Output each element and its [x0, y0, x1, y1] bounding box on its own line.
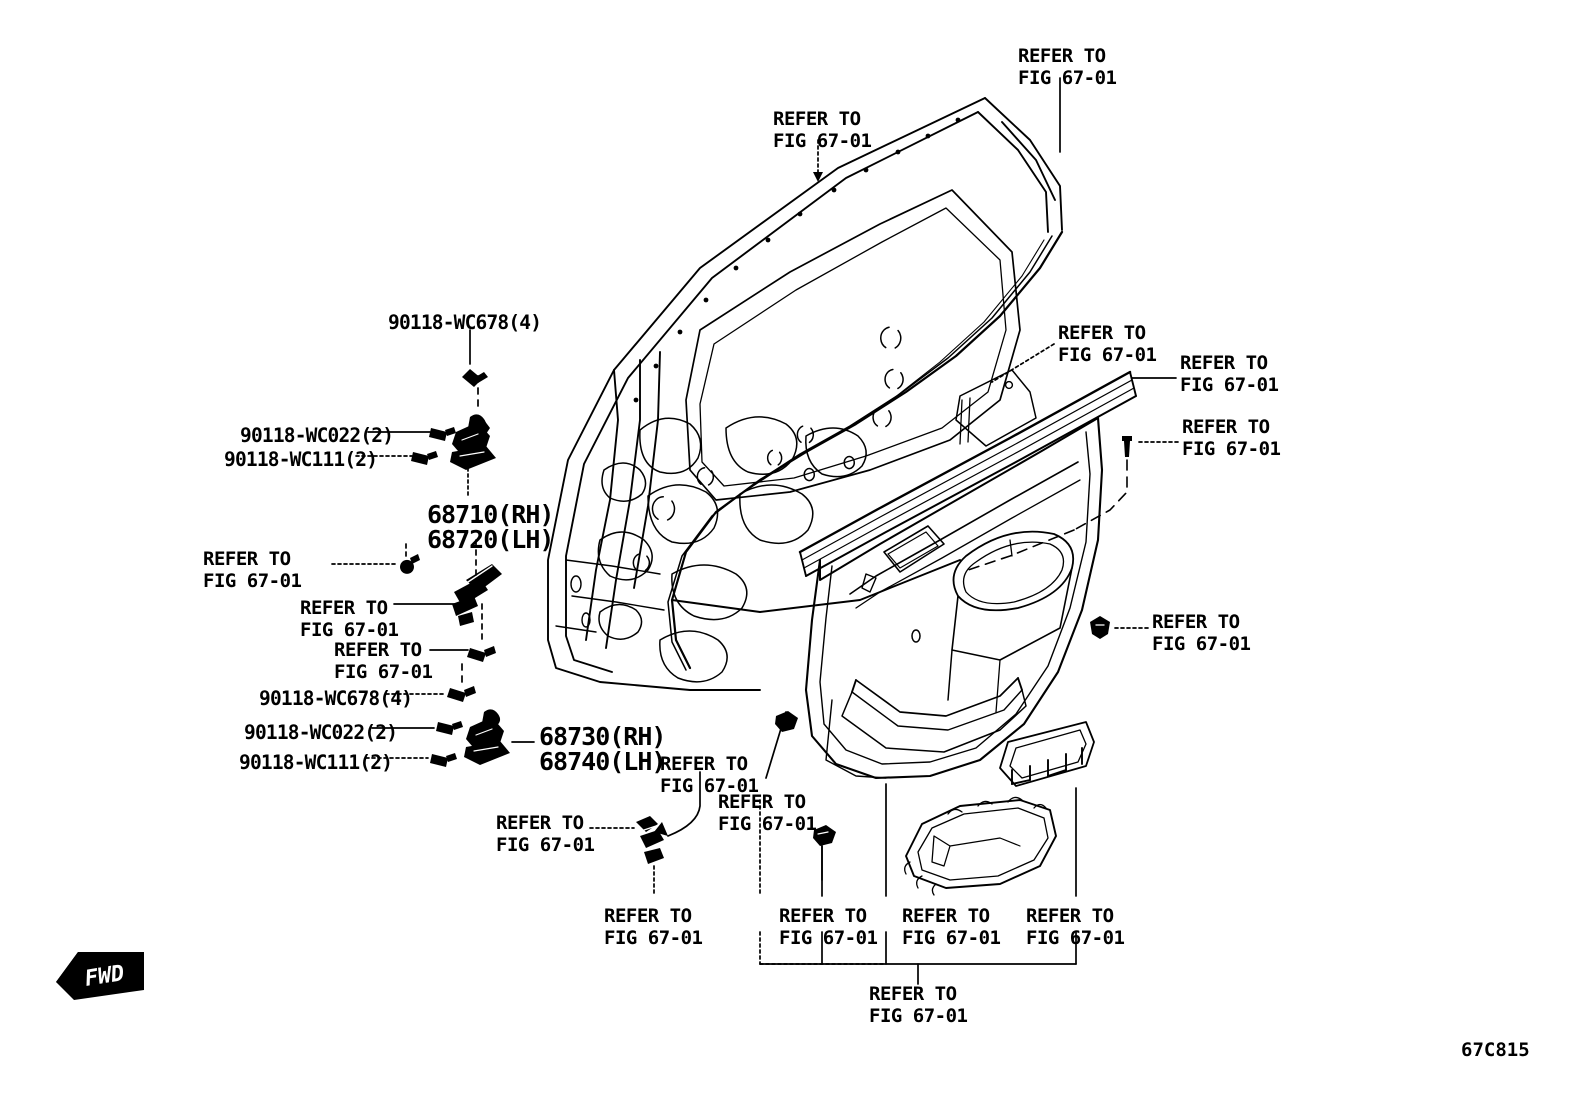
label-hinge-lower-assy-lh: 68740(LH) [539, 747, 666, 776]
refer-door-sash-top-right-l1: REFER TO [1018, 45, 1106, 67]
refer-door-check-bolt-l2: FIG 67-01 [334, 661, 433, 683]
refer-door-check-bolt-l1: REFER TO [334, 639, 422, 661]
label-hinge-upper-assy-lh: 68720(LH) [427, 525, 554, 554]
refer-armrest-bottom-l1: REFER TO [902, 905, 990, 927]
refer-group-bottom-l1: REFER TO [869, 983, 957, 1005]
refer-door-check-pin-l2: FIG 67-01 [300, 619, 399, 641]
label-hinge-lower-bolt-b: 90118-WC022(2) [244, 721, 398, 744]
refer-belt-molding-right-l2: FIG 67-01 [1180, 374, 1279, 396]
label-hinge-upper-bolt-a: 90118-WC678(4) [388, 311, 542, 334]
refer-trim-screw-l1: REFER TO [1182, 416, 1270, 438]
refer-door-check-l1: REFER TO [203, 548, 291, 570]
refer-group-bottom-l2: FIG 67-01 [869, 1005, 968, 1027]
refer-clip-bottom-1-l2: FIG 67-01 [779, 927, 878, 949]
refer-door-frame-top-l2: FIG 67-01 [773, 130, 872, 152]
label-hinge-upper-bolt-c: 90118-WC111(2) [224, 448, 378, 471]
label-hinge-upper-assy-rh: 68710(RH) [427, 500, 554, 529]
label-hinge-upper-bolt-b: 90118-WC022(2) [240, 424, 394, 447]
label-hinge-lower-assy-rh: 68730(RH) [539, 722, 666, 751]
refer-trim-clip-right-l1: REFER TO [1152, 611, 1240, 633]
refer-door-check-pin-l1: REFER TO [300, 597, 388, 619]
refer-switch-panel-l1: REFER TO [1026, 905, 1114, 927]
refer-bracket-bottom-l2: FIG 67-01 [604, 927, 703, 949]
refer-bracket-left-l2: FIG 67-01 [496, 834, 595, 856]
fwd-label: FWD [83, 961, 126, 992]
refer-belt-molding-l2: FIG 67-01 [1058, 344, 1157, 366]
refer-lower-hinge-stop-l1: REFER TO [660, 753, 748, 775]
label-hinge-lower-bolt-a: 90118-WC678(4) [259, 687, 413, 710]
refer-trim-clip-upper-l1: REFER TO [718, 791, 806, 813]
refer-clip-bottom-1-l1: REFER TO [779, 905, 867, 927]
refer-switch-panel-l2: FIG 67-01 [1026, 927, 1125, 949]
refer-lower-hinge-stop-l2: FIG 67-01 [660, 775, 759, 797]
refer-trim-clip-upper-l2: FIG 67-01 [718, 813, 817, 835]
refer-bracket-left-l1: REFER TO [496, 812, 584, 834]
refer-trim-screw-l2: FIG 67-01 [1182, 438, 1281, 460]
refer-trim-clip-right-l2: FIG 67-01 [1152, 633, 1251, 655]
refer-door-check-l2: FIG 67-01 [203, 570, 302, 592]
refer-belt-molding-right-l1: REFER TO [1180, 352, 1268, 374]
refer-belt-molding-l1: REFER TO [1058, 322, 1146, 344]
refer-armrest-bottom-l2: FIG 67-01 [902, 927, 1001, 949]
refer-bracket-bottom-l1: REFER TO [604, 905, 692, 927]
refer-door-sash-top-right-l2: FIG 67-01 [1018, 67, 1117, 89]
refer-door-frame-top-l1: REFER TO [773, 108, 861, 130]
diagram-code: 67C815 [1461, 1039, 1530, 1061]
label-hinge-lower-bolt-c: 90118-WC111(2) [239, 751, 393, 774]
